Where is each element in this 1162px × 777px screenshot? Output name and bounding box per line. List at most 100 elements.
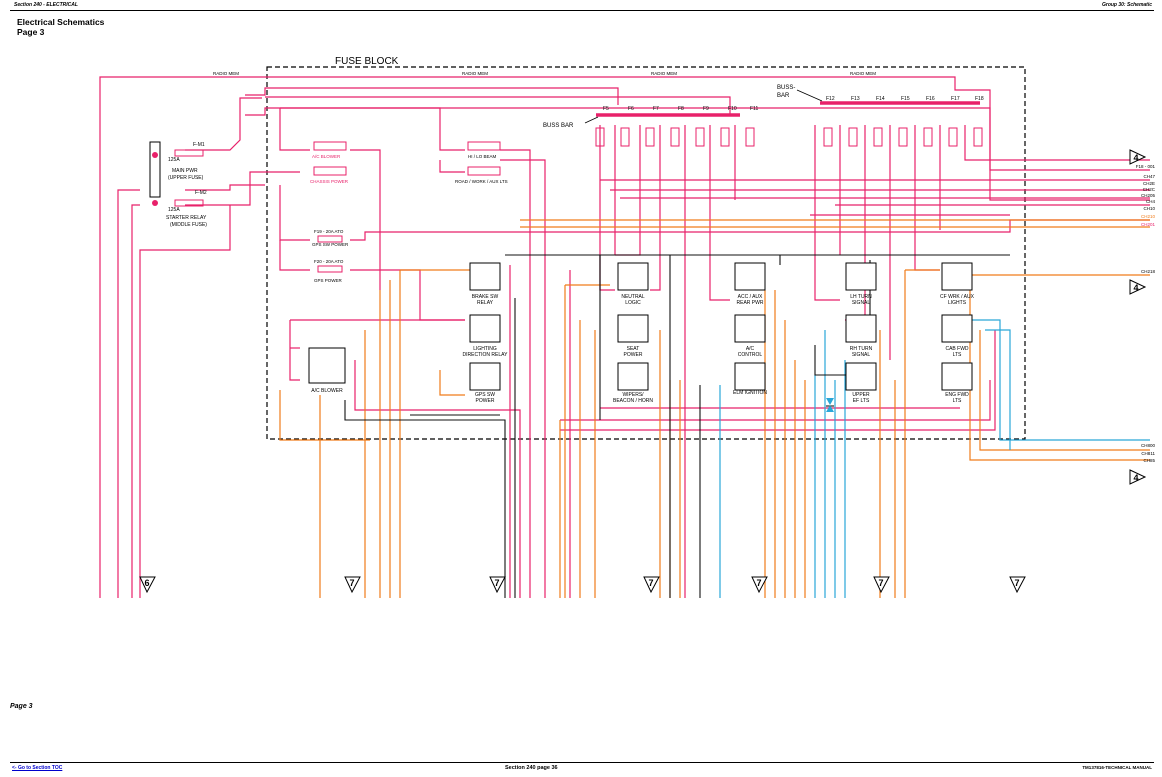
svg-text:STARTER RELAY: STARTER RELAY <box>166 215 207 221</box>
svg-text:CH47: CH47 <box>1143 174 1155 179</box>
svg-text:F12: F12 <box>826 96 835 102</box>
svg-text:CH85: CH85 <box>1143 458 1155 463</box>
svg-text:CHASSIS POWER: CHASSIS POWER <box>310 179 349 184</box>
relay-label-6: WIPERS/BEACON / HORN <box>613 392 653 404</box>
offpage-7-a: 7 <box>344 576 361 594</box>
svg-text:CH800: CH800 <box>1141 443 1156 448</box>
offpage-4-a: 4 <box>1129 149 1147 165</box>
page-title: Electrical Schematics Page 3 <box>17 17 104 37</box>
svg-text:CH218: CH218 <box>1141 269 1156 274</box>
svg-text:CH10: CH10 <box>1143 206 1155 211</box>
inner-fuse-labels: A/C BLOWER CHASSIS POWER <box>310 154 349 184</box>
svg-text:ROAD / WORK / AUX LTS: ROAD / WORK / AUX LTS <box>455 179 508 184</box>
svg-text:F-M2: F-M2 <box>195 190 207 196</box>
black-wiring <box>344 254 1010 598</box>
svg-text:RADIO MEM: RADIO MEM <box>850 71 876 76</box>
svg-text:F5: F5 <box>603 106 609 112</box>
svg-text:F20 - 20A ATO: F20 - 20A ATO <box>314 259 344 264</box>
svg-text:7: 7 <box>349 578 354 588</box>
svg-text:F18: F18 <box>975 96 984 102</box>
svg-text:CH4: CH4 <box>1146 199 1155 204</box>
offpage-7-f: 7 <box>1009 576 1026 594</box>
buss-bar-label: BUSS BAR <box>543 123 574 129</box>
svg-text:CH205: CH205 <box>1141 193 1156 198</box>
svg-text:(UPPER FUSE): (UPPER FUSE) <box>168 175 204 181</box>
svg-text:4: 4 <box>1133 153 1138 163</box>
inner-fuse-labels-2: HI / LO BEAM ROAD / WORK / AUX LTS F19 -… <box>312 154 508 283</box>
svg-text:F8: F8 <box>678 106 684 112</box>
header-rule <box>10 10 1154 11</box>
svg-text:F15: F15 <box>901 96 910 102</box>
svg-text:F11: F11 <box>750 106 758 112</box>
svg-text:F17: F17 <box>951 96 960 102</box>
svg-text:F10: F10 <box>728 106 737 112</box>
svg-text:F13: F13 <box>851 96 860 102</box>
buss-bar-label-2b: BAR <box>777 93 790 99</box>
svg-text:7: 7 <box>494 578 499 588</box>
offpage-7-d: 7 <box>751 576 768 594</box>
offpage-4-b: 4 <box>1129 279 1147 295</box>
buss-bar-label-2a: BUSS- <box>777 85 795 91</box>
svg-text:GPS POWER: GPS POWER <box>314 278 343 283</box>
offpage-connectors: 4 4 4 6 7 7 7 7 7 7 <box>139 149 1147 594</box>
svg-text:125A: 125A <box>168 157 180 163</box>
radio-mem-labels: RADIO MEM RADIO MEM RADIO MEM RADIO MEM <box>213 71 876 76</box>
svg-text:125A: 125A <box>168 207 180 213</box>
group-header: Group 30: Schematic <box>1101 2 1152 8</box>
svg-text:7: 7 <box>1014 578 1019 588</box>
svg-text:7: 7 <box>756 578 761 588</box>
section-toc-link[interactable]: <- Go to Section TOC <box>12 765 63 771</box>
svg-text:F18 - 001: F18 - 001 <box>1136 164 1156 169</box>
fuse-block-outline <box>266 66 1026 440</box>
svg-text:CH2E: CH2E <box>1143 181 1155 186</box>
svg-text:MAIN PWR: MAIN PWR <box>172 168 198 174</box>
svg-text:F14: F14 <box>876 96 885 102</box>
svg-text:(MIDDLE FUSE): (MIDDLE FUSE) <box>170 222 207 228</box>
svg-text:4: 4 <box>1133 283 1138 293</box>
offpage-7-c: 7 <box>643 576 660 594</box>
title-line-1: Electrical Schematics <box>17 17 105 27</box>
svg-text:4: 4 <box>1133 473 1138 483</box>
svg-text:CH201: CH201 <box>1141 222 1156 227</box>
svg-text:F-M1: F-M1 <box>193 142 205 148</box>
svg-text:CH811: CH811 <box>1141 451 1155 456</box>
fuses-row-1 <box>595 127 983 147</box>
svg-text:7: 7 <box>878 578 883 588</box>
relay-boxes <box>308 262 973 391</box>
offpage-6: 6 <box>139 576 156 594</box>
title-line-2: Page 3 <box>17 27 45 37</box>
svg-text:RADIO MEM: RADIO MEM <box>462 71 488 76</box>
svg-text:HI / LO BEAM: HI / LO BEAM <box>468 154 497 159</box>
svg-text:F16: F16 <box>926 96 935 102</box>
svg-text:7: 7 <box>648 578 653 588</box>
main-fuses: F-M1 F-M2 125A 125A MAIN PWR (UPPER FUSE… <box>149 141 207 228</box>
svg-text:F7: F7 <box>653 106 659 112</box>
svg-text:CH2C: CH2C <box>1143 187 1156 192</box>
svg-text:F6: F6 <box>628 106 634 112</box>
fuse-block-label: FUSE BLOCK <box>335 56 399 67</box>
offpage-4-c: 4 <box>1129 469 1147 485</box>
buss-bars <box>596 101 980 117</box>
page-number: Section 240 page 36 <box>505 765 558 771</box>
page-label: Page 3 <box>10 703 33 710</box>
offpage-7-e: 7 <box>873 576 890 594</box>
section-header: Section 240 - ELECTRICAL <box>14 2 78 8</box>
svg-text:RADIO MEM: RADIO MEM <box>213 71 239 76</box>
relay-label-9: ELM IGNITION <box>733 390 767 396</box>
manual-id: TM137816-TECHNICAL MANUAL <box>1082 765 1152 770</box>
svg-text:A/C BLOWER: A/C BLOWER <box>312 154 341 159</box>
relay-label-3: A/C BLOWER <box>311 388 343 394</box>
offpage-7-b: 7 <box>489 576 506 594</box>
